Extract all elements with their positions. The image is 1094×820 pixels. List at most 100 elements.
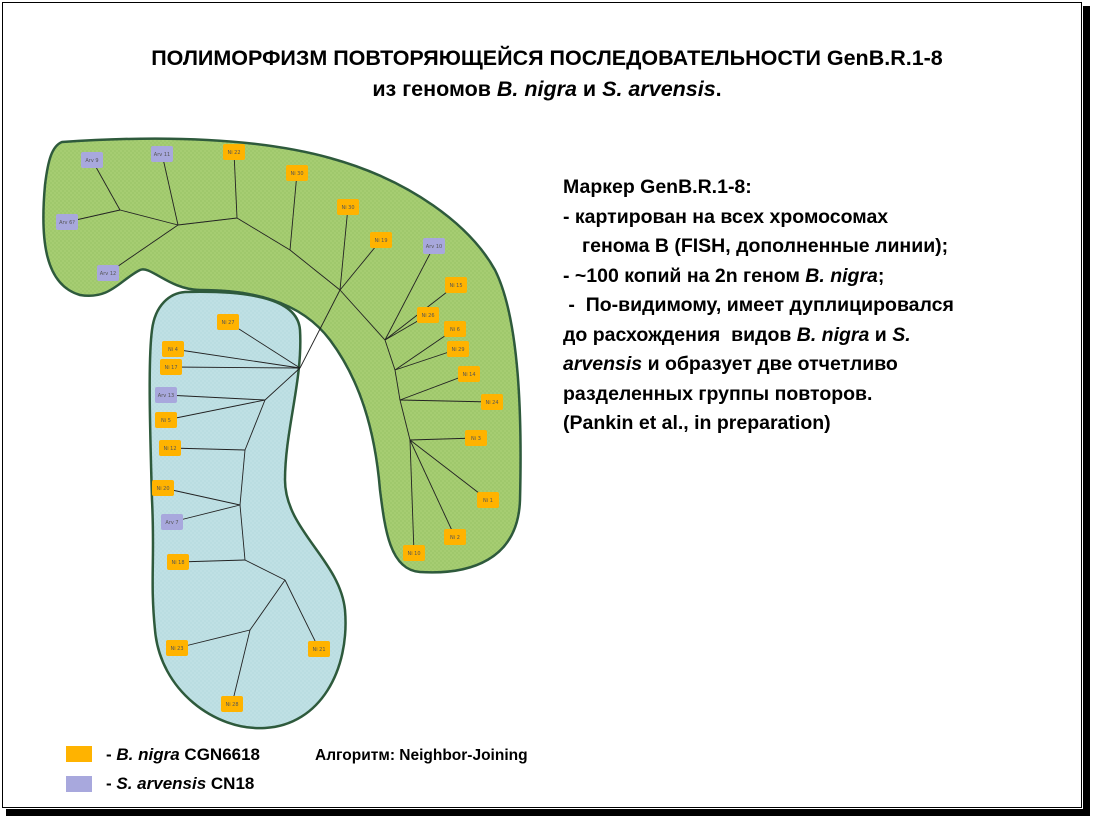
tree-node-nigra: Ni 21 — [308, 641, 330, 657]
tree-node-box — [337, 199, 359, 215]
desc-line-8: разделенных группы повторов. — [563, 382, 873, 405]
tree-node-label: Ni 23 — [170, 646, 183, 652]
tree-node-box — [308, 641, 330, 657]
legend-arvensis-dash: - — [106, 774, 117, 793]
tree-node-label: Ni 28 — [225, 702, 238, 708]
tree-node-box — [151, 146, 173, 162]
tree-branch — [231, 629, 251, 705]
tree-branch — [394, 369, 401, 401]
legend-nigra-accession: CGN6618 — [179, 745, 261, 764]
desc-line-3-text: генома В (FISH, дополненные линии); — [582, 235, 949, 257]
tree-node-box — [217, 314, 239, 330]
tree-branch — [399, 373, 470, 401]
tree-node-box — [458, 366, 480, 382]
tree-node-nigra: Ni 10 — [403, 545, 425, 561]
tree-branch — [244, 399, 266, 451]
marker-description: Маркер GenB.R.1-8: - картирован на всех … — [563, 173, 1063, 439]
tree-branch — [177, 217, 238, 226]
tree-node-box — [447, 341, 469, 357]
tree-branch — [239, 504, 246, 561]
desc-line-1: Маркер GenB.R.1-8: — [563, 176, 752, 198]
tree-branch — [244, 559, 286, 581]
tree-node-box — [161, 514, 183, 530]
tree-branch — [172, 348, 301, 369]
tree-node-box — [403, 545, 425, 561]
tree-branch — [299, 289, 341, 369]
tree-node-label: Ni 19 — [374, 238, 387, 244]
tree-node-label: Ni 1 — [483, 498, 493, 504]
cluster-region-blue — [148, 290, 347, 730]
tree-branch — [170, 366, 301, 369]
slide-title-line-2: из геномов B. nigra и S. arvensis. — [0, 77, 1094, 102]
tree-branch — [171, 504, 241, 523]
desc-line-7-species: arvensis — [563, 353, 643, 375]
tree-node-box — [223, 144, 245, 160]
tree-node-nigra: Ni 6 — [444, 321, 466, 337]
tree-node-nigra: Ni 18 — [167, 554, 189, 570]
tree-branch — [227, 321, 301, 369]
desc-line-4-suffix: ; — [877, 264, 885, 287]
tree-node-arvensis: Arv 7 — [161, 514, 183, 530]
tree-branch — [409, 439, 456, 538]
tree-node-label: Ni 24 — [485, 400, 498, 406]
tree-node-box — [152, 480, 174, 496]
tree-branch — [289, 249, 341, 291]
tree-node-nigra: Ni 2 — [444, 529, 466, 545]
tree-branch — [239, 449, 246, 506]
legend-arvensis-accession: CN18 — [206, 774, 255, 793]
tree-node-label: Ni 22 — [227, 150, 240, 156]
tree-branch — [339, 239, 382, 291]
tree-branch — [236, 217, 291, 251]
desc-line-6-species-2: S. — [892, 323, 911, 346]
desc-line-9: (Pankin et al., in preparation) — [563, 412, 831, 434]
legend-nigra-dash: - — [106, 745, 117, 764]
tree-node-nigra: Ni 17 — [160, 359, 182, 375]
cluster-region-green — [42, 137, 522, 574]
tree-node-label: Ni 6 — [450, 327, 460, 333]
desc-line-6-species-1: B. nigra — [796, 323, 870, 346]
tree-branch — [339, 206, 349, 291]
tree-node-nigra: Ni 23 — [166, 640, 188, 656]
tree-node-nigra: Ni 19 — [370, 232, 392, 248]
tree-branch — [165, 394, 266, 401]
tree-branch — [399, 399, 411, 441]
title-species-arvensis: S. arvensis — [602, 77, 716, 101]
tree-node-label: Arv 10 — [426, 244, 442, 250]
tree-branch — [161, 153, 179, 226]
tree-node-box — [481, 394, 503, 410]
tree-node-label: Ni 26 — [421, 313, 434, 319]
tree-node-box — [56, 214, 78, 230]
tree-node-box — [97, 265, 119, 281]
legend-label-nigra: - B. nigra CGN6618 — [106, 745, 260, 765]
tree-node-box — [465, 430, 487, 446]
tree-node-label: Ni 10 — [407, 551, 420, 557]
title-and: и — [576, 77, 603, 101]
tree-node-nigra: Ni 30 — [286, 165, 308, 181]
tree-node-box — [417, 307, 439, 323]
tree-node-label: Ni 12 — [163, 446, 176, 452]
tree-node-nigra: Ni 20 — [152, 480, 174, 496]
desc-line-7-suffix: и образует две отчетливо — [642, 353, 898, 375]
legend-arvensis-species: S. arvensis — [116, 774, 207, 793]
tree-node-label: Ni 27 — [221, 320, 234, 326]
tree-node-label: Arv 9 — [85, 158, 98, 164]
tree-node-label: Ni 5 — [161, 418, 171, 424]
tree-node-box — [423, 238, 445, 254]
desc-line-5: - По-видимому, имеет дуплицировался — [563, 294, 954, 316]
legend-swatch-arvensis — [66, 776, 92, 792]
tree-node-nigra: Ni 30 — [337, 199, 359, 215]
tree-node-arvensis: Arv 6? — [56, 214, 78, 230]
title-species-nigra: B. nigra — [496, 77, 577, 101]
slide-shadow-bottom — [6, 809, 1090, 816]
algorithm-label: Алгоритм: Neighbor-Joining — [315, 747, 528, 764]
desc-line-7: arvensis и образует две отчетливо — [563, 350, 1063, 380]
tree-node-box — [445, 277, 467, 293]
tree-branch — [249, 579, 286, 631]
tree-node-nigra: Ni 5 — [155, 412, 177, 428]
tree-node-label: Ni 18 — [171, 560, 184, 566]
tree-branch — [409, 439, 415, 554]
tree-branch — [162, 487, 241, 506]
legend-label-arvensis: - S. arvensis CN18 — [106, 774, 254, 794]
tree-node-label: Arv 12 — [100, 271, 116, 277]
